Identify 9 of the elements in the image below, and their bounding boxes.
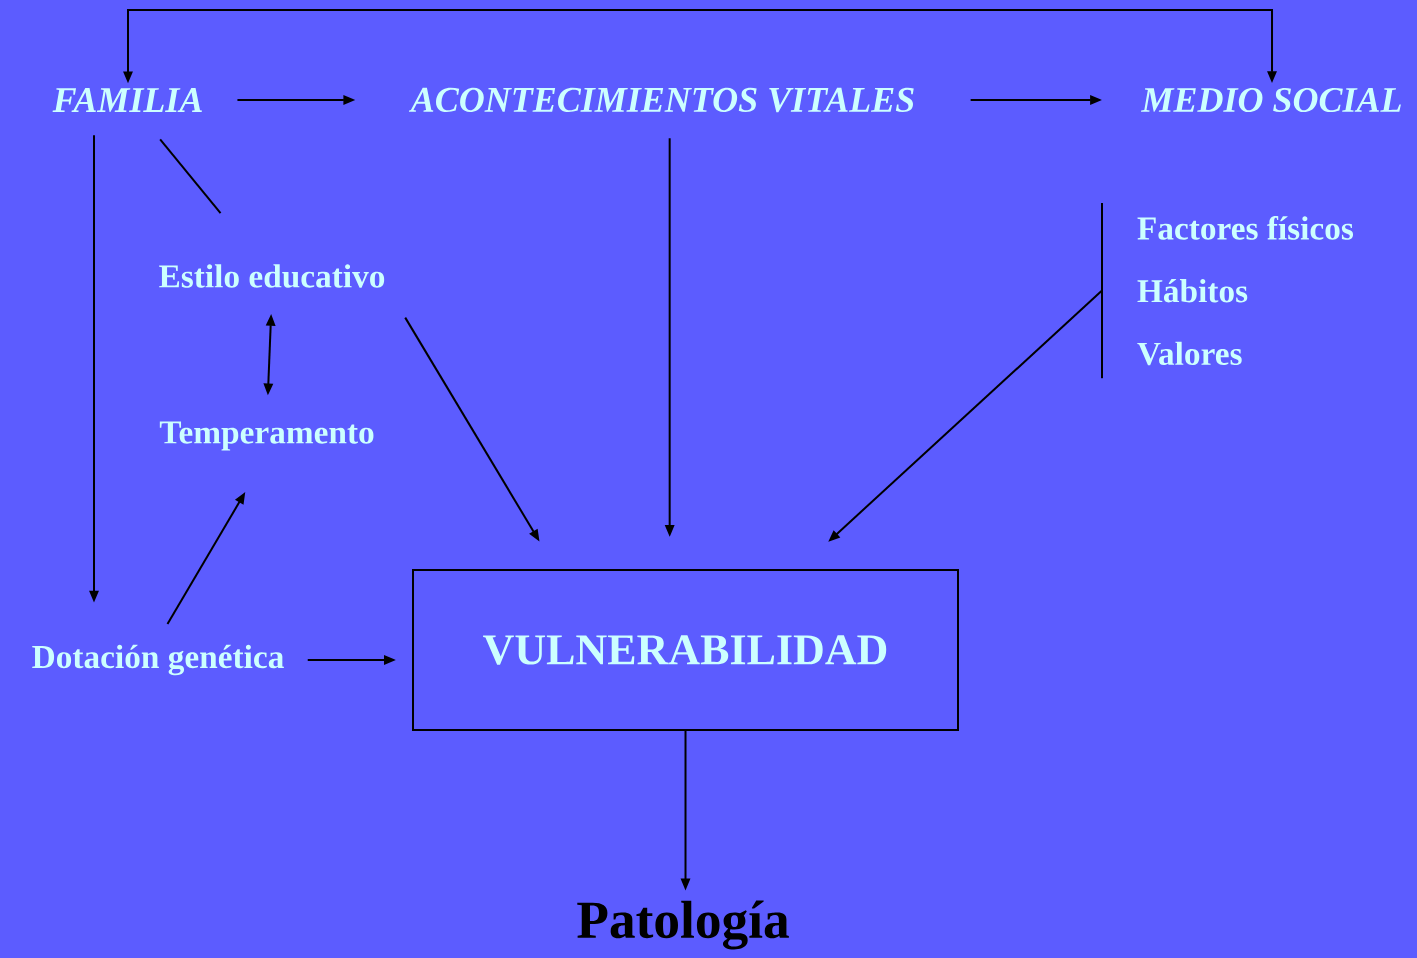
factor-text: Dotación genética: [32, 644, 284, 676]
factor-text: Estilo educativo: [159, 264, 385, 288]
result-text: Patología: [577, 900, 789, 950]
outcome-box: VULNERABILIDAD: [412, 569, 959, 731]
bracket-list: Factores físicos Hábitos Valores: [1101, 202, 1354, 380]
heading-text: FAMILIA: [52, 88, 202, 112]
heading-text: ACONTECIMIENTOS VITALES: [408, 87, 914, 113]
heading-text: MEDIO SOCIAL: [1141, 87, 1401, 113]
factor-text: Temperamento: [159, 421, 374, 451]
